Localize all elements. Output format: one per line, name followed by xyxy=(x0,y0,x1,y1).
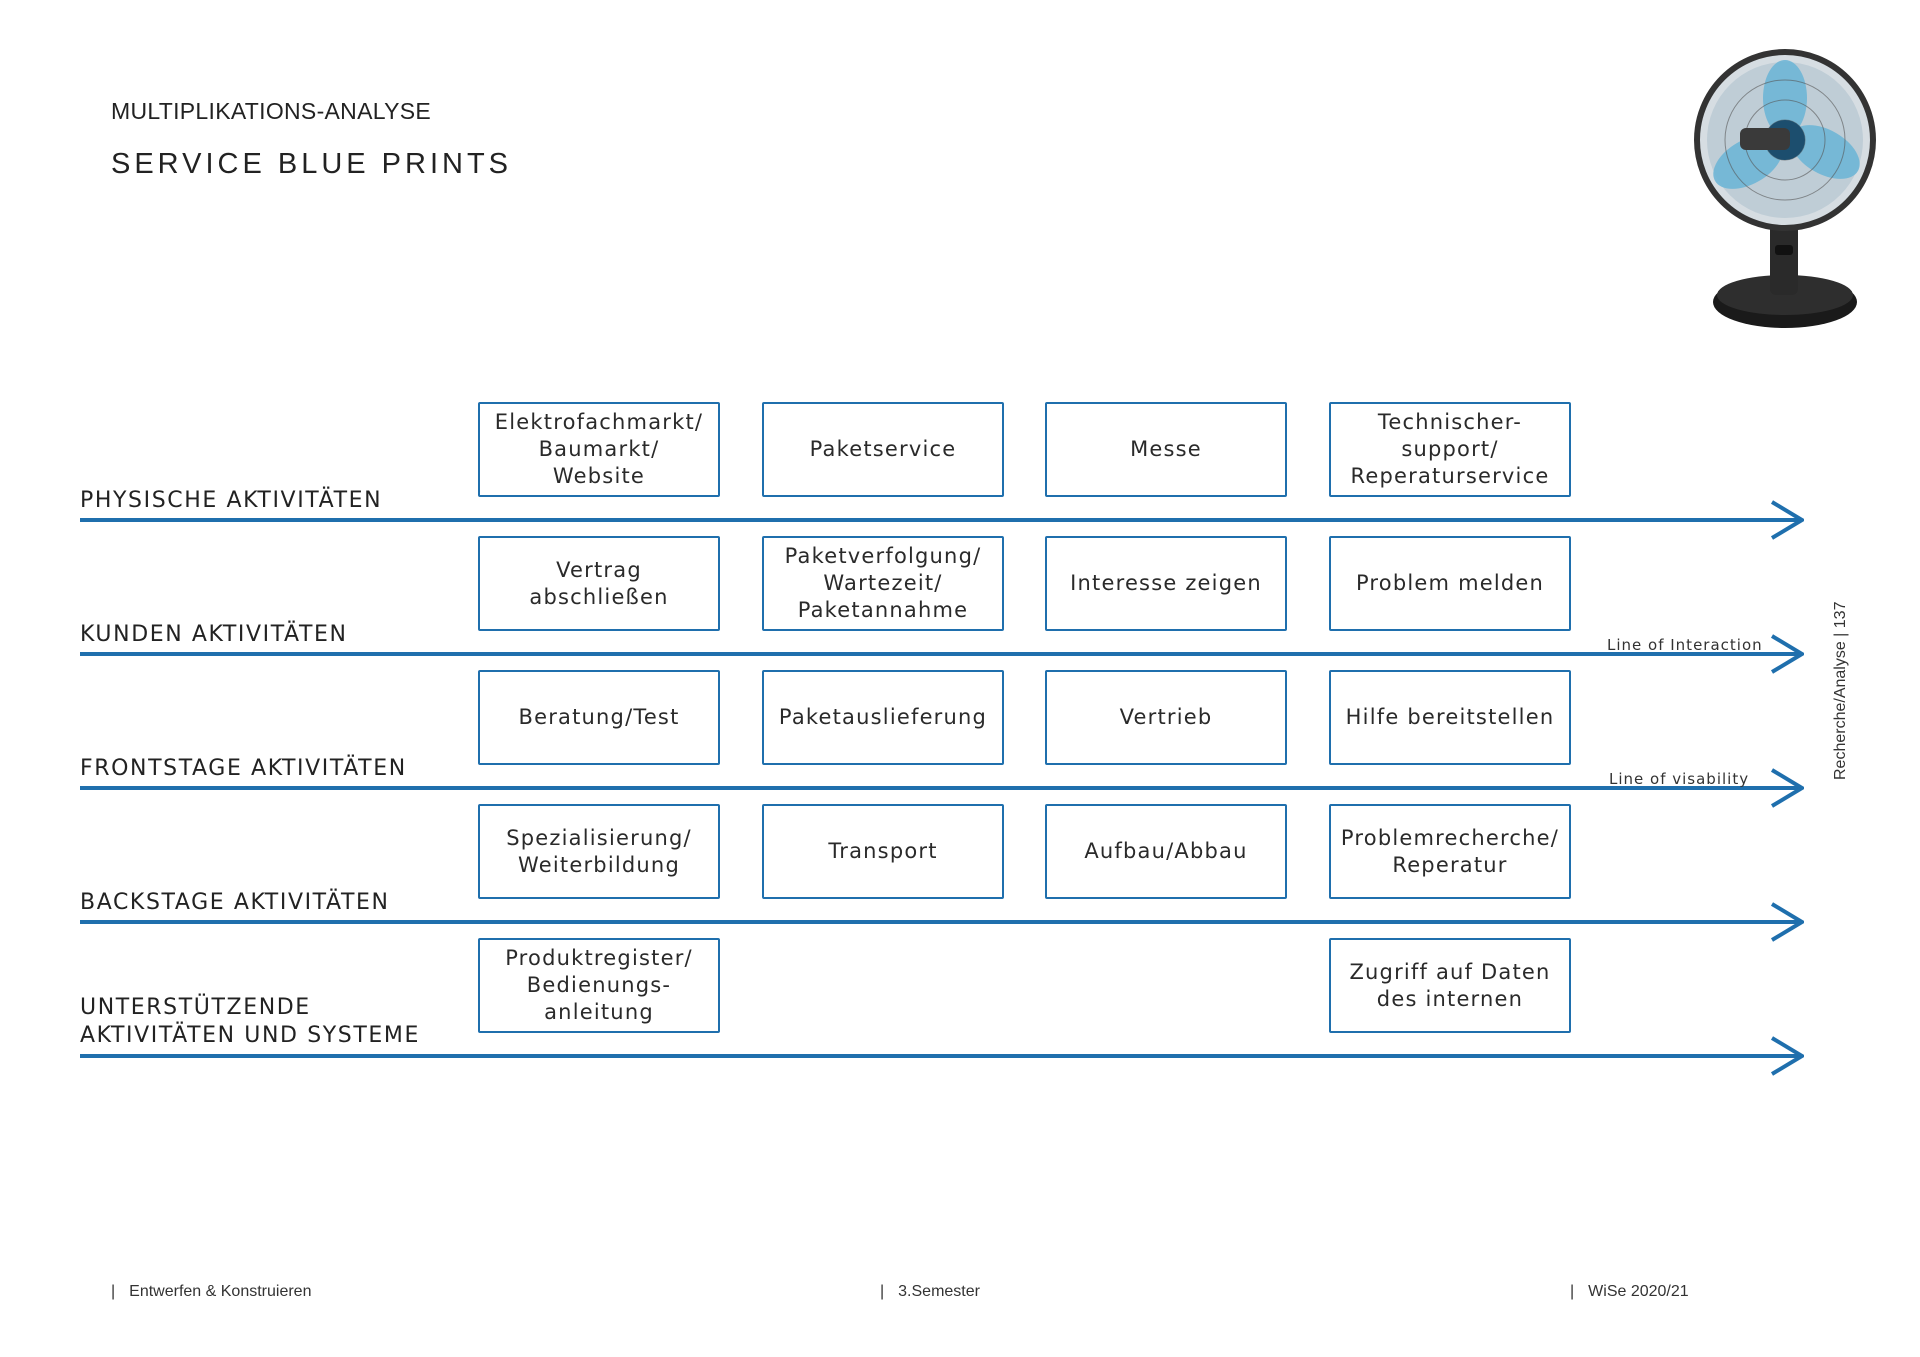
line-of-visibility-label: Line of visability xyxy=(1609,770,1750,788)
footer-semester: 3.Semester xyxy=(898,1283,980,1300)
activity-box: Paketverfolgung/ Wartezeit/ Paketannahme xyxy=(762,536,1004,631)
activity-box: Problemrecherche/ Reperatur xyxy=(1329,804,1571,899)
footer-term: WiSe 2020/21 xyxy=(1588,1283,1689,1300)
activity-box: Vertrieb xyxy=(1045,670,1287,765)
activity-box: Produktregister/ Bedienungs- anleitung xyxy=(478,938,720,1033)
footer-course: Entwerfen & Konstruieren xyxy=(129,1283,312,1300)
page-title: SERVICE BLUE PRINTS xyxy=(111,148,513,180)
lane-label-frontstage: FRONTSTAGE AKTIVITÄTEN xyxy=(80,756,407,781)
footer-center: | 3.Semester xyxy=(880,1283,980,1301)
footer-left: | Entwerfen & Konstruieren xyxy=(111,1283,311,1301)
activity-box: Technischer- support/ Reperaturservice xyxy=(1329,402,1571,497)
desk-fan-image xyxy=(1694,49,1876,328)
lane-line-unterstuetzende xyxy=(80,1054,1800,1058)
line-of-interaction-label: Line of Interaction xyxy=(1607,636,1763,654)
lane-label-kunden: KUNDEN AKTIVITÄTEN xyxy=(80,622,348,647)
activity-box: Messe xyxy=(1045,402,1287,497)
activity-box: Zugriff auf Daten des internen xyxy=(1329,938,1571,1033)
activity-box: Hilfe bereitstellen xyxy=(1329,670,1571,765)
lane-line-frontstage xyxy=(80,786,1800,790)
lane-label-backstage: BACKSTAGE AKTIVITÄTEN xyxy=(80,890,390,915)
arrowhead-icon xyxy=(1770,902,1804,942)
footer-right: | WiSe 2020/21 xyxy=(1570,1283,1689,1301)
activity-box: Problem melden xyxy=(1329,536,1571,631)
arrowhead-icon xyxy=(1770,1036,1804,1076)
lane-line-backstage xyxy=(80,920,1800,924)
lane-line-kunden xyxy=(80,652,1800,656)
activity-box: Elektrofachmarkt/ Baumarkt/ Website xyxy=(478,402,720,497)
activity-box: Paketauslieferung xyxy=(762,670,1004,765)
lane-line-physische xyxy=(80,518,1800,522)
activity-box: Beratung/Test xyxy=(478,670,720,765)
activity-box: Interesse zeigen xyxy=(1045,536,1287,631)
activity-box: Transport xyxy=(762,804,1004,899)
lane-label-physische: PHYSISCHE AKTIVITÄTEN xyxy=(80,488,383,513)
activity-box: Vertrag abschließen xyxy=(478,536,720,631)
activity-box: Aufbau/Abbau xyxy=(1045,804,1287,899)
activity-box: Paketservice xyxy=(762,402,1004,497)
section-kicker: MULTIPLIKATIONS-ANALYSE xyxy=(111,98,432,124)
side-section-label: Recherche/Analyse | 137 xyxy=(1832,601,1849,780)
footer-separator: | xyxy=(880,1283,885,1300)
footer-separator: | xyxy=(111,1283,116,1300)
footer-separator: | xyxy=(1570,1283,1575,1300)
arrowhead-icon xyxy=(1770,634,1804,674)
lane-label-unterstuetzende: UNTERSTÜTZENDE AKTIVITÄTEN UND SYSTEME xyxy=(80,995,420,1048)
arrowhead-icon xyxy=(1770,500,1804,540)
activity-box: Spezialisierung/ Weiterbildung xyxy=(478,804,720,899)
arrowhead-icon xyxy=(1770,768,1804,808)
